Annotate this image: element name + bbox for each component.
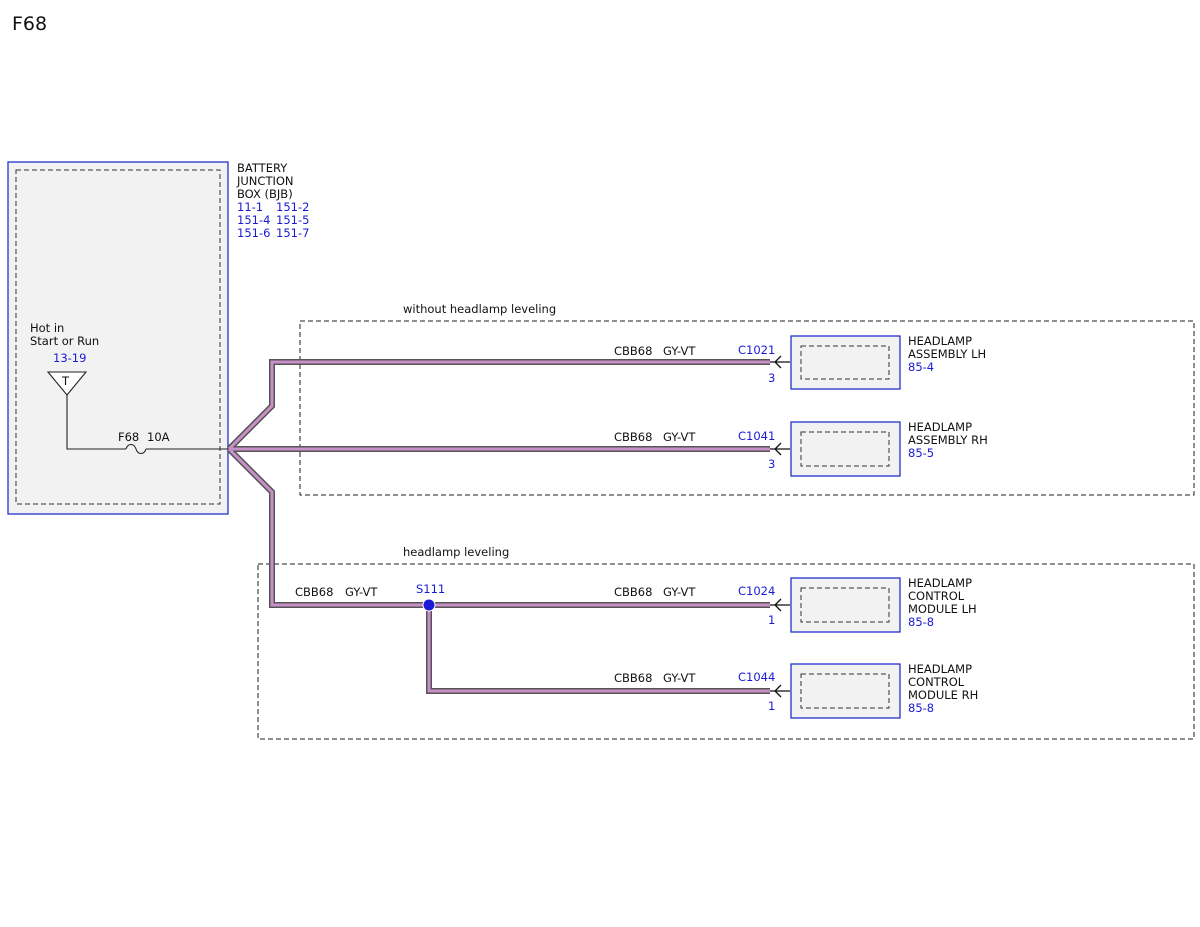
branch-wire-color: GY-VT <box>663 430 696 444</box>
splice-name[interactable]: S111 <box>416 582 445 596</box>
hot-ref[interactable]: 13-19 <box>53 351 86 365</box>
fuse-name: F68 <box>118 430 139 444</box>
connector-arrow-icon <box>770 598 790 612</box>
connector-pin: 1 <box>768 699 775 713</box>
component-box[interactable] <box>790 663 901 719</box>
page-title: F68 <box>12 13 47 35</box>
connector-id[interactable]: C1024 <box>738 584 775 598</box>
bjb-ref-2[interactable]: 151-2 <box>276 200 309 214</box>
component-name-line-2: CONTROL <box>908 589 965 603</box>
component-box[interactable] <box>790 335 901 390</box>
connector-id[interactable]: C1044 <box>738 670 775 684</box>
power-terminal-icon <box>46 371 88 396</box>
fuse-icon <box>125 443 147 455</box>
branch-circuit: CBB68 <box>614 344 652 358</box>
wire-harness <box>226 359 770 694</box>
bjb-name-line-1: BATTERY <box>237 161 288 175</box>
connector-id[interactable]: C1041 <box>738 429 775 443</box>
bjb-ref-6[interactable]: 151-7 <box>276 226 309 240</box>
hot-label-line-1: Hot in <box>30 321 64 335</box>
connector-arrow-icon <box>770 442 790 456</box>
wire-to-c1044[interactable] <box>427 605 770 693</box>
bjb-ref-5[interactable]: 151-6 <box>237 226 270 240</box>
bjb-inner-dashed <box>15 169 221 505</box>
component-inner-dashed <box>800 587 890 623</box>
branch-c1021: CBB68 GY-VT C1021 3 HEADLAMP ASSEMBLY LH… <box>614 334 986 390</box>
component-name-line-2: ASSEMBLY RH <box>908 433 988 447</box>
branch-circuit: CBB68 <box>614 430 652 444</box>
fuse-rating: 10A <box>147 430 170 444</box>
component-ref[interactable]: 85-5 <box>908 446 934 460</box>
branch-wire-color: GY-VT <box>663 585 696 599</box>
group-without-leveling-box <box>299 320 1195 496</box>
branch-c1044: CBB68 GY-VT C1044 1 HEADLAMP CONTROL MOD… <box>614 662 978 719</box>
group-without-leveling-label: without headlamp leveling <box>403 302 556 316</box>
bjb-outline <box>7 161 229 515</box>
branch-wire-color: GY-VT <box>663 671 696 685</box>
component-inner-dashed <box>800 345 890 380</box>
component-box[interactable] <box>790 421 901 477</box>
connector-pin: 3 <box>768 371 775 385</box>
bjb-ref-3[interactable]: 151-4 <box>237 213 270 227</box>
branch-c1024: CBB68 GY-VT C1024 1 HEADLAMP CONTROL MOD… <box>614 576 977 633</box>
splice-dot-icon[interactable] <box>422 598 436 612</box>
trunk-circuit: CBB68 <box>295 585 333 599</box>
component-name-line-3: MODULE RH <box>908 688 978 702</box>
wire-to-c1021[interactable] <box>227 360 770 451</box>
trunk-color: GY-VT <box>345 585 378 599</box>
component-inner-dashed <box>800 431 890 467</box>
component-name-line-1: HEADLAMP <box>908 576 972 590</box>
group-with-leveling-label: headlamp leveling <box>403 545 509 559</box>
branch-c1041: CBB68 GY-VT C1041 3 HEADLAMP ASSEMBLY RH… <box>614 420 988 477</box>
bjb-name-line-3: BOX (BJB) <box>237 187 293 201</box>
component-box[interactable] <box>790 577 901 633</box>
component-name-line-1: HEADLAMP <box>908 420 972 434</box>
terminal-letter: T <box>61 374 70 388</box>
component-name-line-1: HEADLAMP <box>908 334 972 348</box>
hot-label-line-2: Start or Run <box>30 334 99 348</box>
fuse-feed-wire <box>66 395 126 450</box>
bjb-ref-1[interactable]: 11-1 <box>237 200 263 214</box>
connector-arrow-icon <box>770 684 790 698</box>
group-with-leveling-box <box>257 563 1195 740</box>
connector-id[interactable]: C1021 <box>738 343 775 357</box>
component-name-line-3: MODULE LH <box>908 602 977 616</box>
bjb-ref-4[interactable]: 151-5 <box>276 213 309 227</box>
branch-circuit: CBB68 <box>614 671 652 685</box>
battery-junction-box: BATTERY JUNCTION BOX (BJB) 11-1 151-2 15… <box>7 161 309 515</box>
wire-to-c1024[interactable] <box>227 447 770 607</box>
component-ref[interactable]: 85-4 <box>908 360 934 374</box>
branch-wire-color: GY-VT <box>663 344 696 358</box>
connector-pin: 1 <box>768 613 775 627</box>
bjb-name-line-2: JUNCTION <box>236 174 294 188</box>
branch-circuit: CBB68 <box>614 585 652 599</box>
connector-pin: 3 <box>768 457 775 471</box>
component-inner-dashed <box>800 673 890 709</box>
connector-arrow-icon <box>770 355 790 369</box>
component-ref[interactable]: 85-8 <box>908 701 934 715</box>
component-ref[interactable]: 85-8 <box>908 615 934 629</box>
component-name-line-1: HEADLAMP <box>908 662 972 676</box>
component-name-line-2: ASSEMBLY LH <box>908 347 986 361</box>
component-name-line-2: CONTROL <box>908 675 965 689</box>
